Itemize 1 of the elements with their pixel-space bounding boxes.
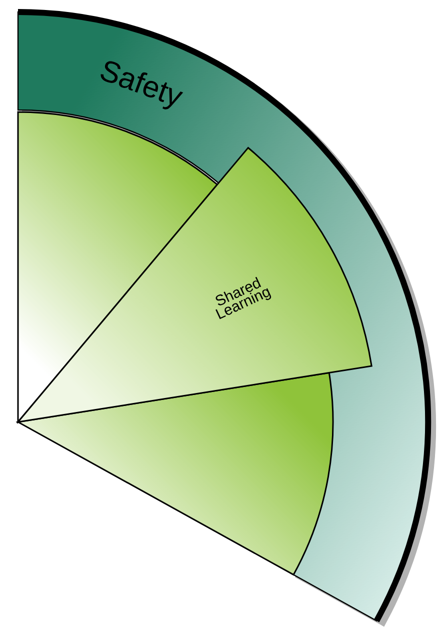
wedge-segment <box>17 372 334 576</box>
